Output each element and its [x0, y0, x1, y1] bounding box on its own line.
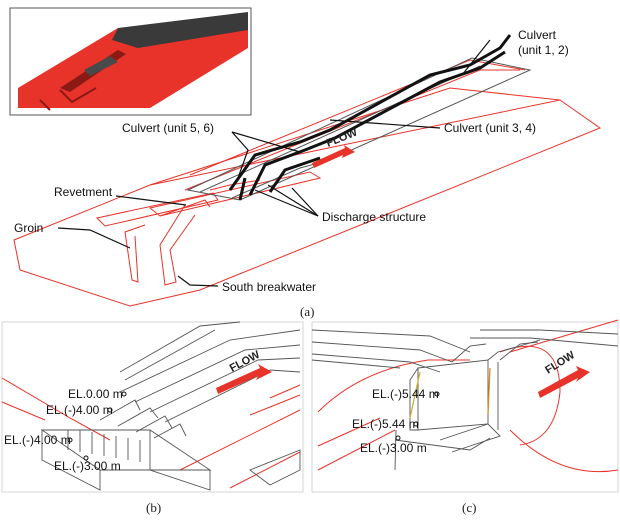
label-south-breakwater: South breakwater [222, 280, 316, 294]
el-minus-4-00-left-label: EL.(-)4.00 m [4, 433, 71, 447]
el-minus-3-00-label-c: EL.(-)3.00 m [360, 441, 427, 455]
label-culvert-unit-3-4: Culvert (unit 3, 4) [444, 121, 536, 135]
elevation-markers-b [67, 391, 127, 461]
el-minus-3-00-label: EL.(-)3.00 m [54, 459, 121, 473]
model-c-structure [311, 329, 619, 471]
el-0-00-label: EL.0.00 m [68, 387, 123, 401]
label-revetment: Revetment [54, 185, 113, 199]
labels-c: EL.(-)5.44 m EL.(-)5.44 m EL.(-)3.00 m (… [352, 387, 476, 515]
model-b-red [1, 377, 301, 489]
panel-a: FLOW Culvert (unit 1, 2) Culvert (unit 5… [9, 7, 602, 319]
el-minus-5-44-lower-label: EL.(-)5.44 m [352, 417, 419, 431]
model-b-structure [40, 321, 301, 491]
model-c-accents [409, 367, 491, 419]
caption-c: (c) [462, 500, 476, 515]
caption-a: (a) [300, 304, 314, 319]
label-groin: Groin [14, 221, 43, 235]
leader-lines-a [57, 39, 491, 287]
label-culvert-unit-1-2-line1: Culvert [518, 28, 557, 42]
labels-b: EL.0.00 m EL.(-)4.00 m EL.(-)4.00 m EL.(… [4, 387, 161, 515]
caption-b: (b) [146, 500, 161, 515]
panel-b: FLOW EL.0.00 m EL.(-)4.00 m EL.(-)4.00 m… [1, 321, 304, 515]
panel-c: FLOW EL.(-)5.44 m EL.(-)5.44 m EL.(-)3.0… [311, 319, 619, 515]
flow-arrow-a: FLOW [312, 126, 360, 168]
el-minus-5-44-upper-label: EL.(-)5.44 m [372, 387, 439, 401]
culvert-paths [228, 34, 512, 201]
el-minus-4-00-upper-label: EL.(-)4.00 m [46, 403, 113, 417]
label-culvert-unit-1-2-line2: (unit 1, 2) [518, 43, 569, 57]
model-c-red [317, 319, 619, 473]
inset-render [9, 7, 252, 116]
elevation-markers-c [395, 391, 440, 441]
label-discharge-structure: Discharge structure [322, 210, 426, 224]
label-culvert-unit-5-6: Culvert (unit 5, 6) [122, 121, 214, 135]
labels-a: Culvert (unit 1, 2) Culvert (unit 5, 6) … [14, 28, 569, 319]
